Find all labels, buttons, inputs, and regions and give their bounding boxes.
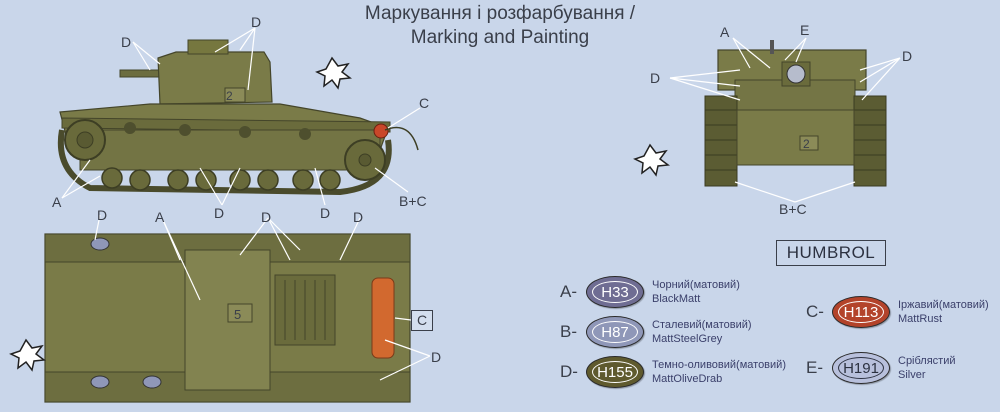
callout-d: D [251,14,261,30]
callout-b-c: B+C [399,193,427,209]
tank-top-view: 5 [9,233,411,403]
tank-side-view: 2 [57,39,419,196]
callout-b-c: B+C [779,201,807,217]
title-ukrainian: Маркування і розфарбування / [364,3,636,24]
paint-name-en: MattRust [898,313,943,325]
legend-letter: A- [560,282,577,301]
paint-name-en: Silver [898,369,926,381]
paint-chip-h33: H33 [586,276,644,308]
hull-number-side: 2 [226,89,233,103]
humbrol-label: HUMBROL [776,240,886,266]
callout-a: A [155,209,165,225]
paint-name-en: MattOliveDrab [652,373,723,385]
callout-d: D [902,48,912,64]
paint-name-ua: Сріблястий [898,355,956,367]
star-emblem-icon [315,56,352,90]
legend-item-a: A- H33 Чорний(матовий) BlackMatt [560,276,740,308]
legend-item-c: C- H113 Іржавий(матовий) MattRust [806,296,989,328]
callout-lines [61,27,901,381]
callout-a: A [720,24,730,40]
legend-letter: E- [806,358,823,377]
callout-d: D [650,70,660,86]
callout-letters: D D C A D D B+C A E D D B+C D A D D D [52,14,912,365]
callout-e: E [800,22,809,38]
callout-d: D [121,34,131,50]
callout-d: D [97,207,107,223]
paint-chip-h87: H87 [586,316,644,348]
title-english: Marking and Painting [410,27,590,48]
legend-item-d: D- H155 Темно-оливовий(матовий) MattOlive… [560,356,786,388]
callout-c-boxed: C [411,310,433,331]
callout-d: D [353,209,363,225]
hull-number-rear: 2 [803,137,810,151]
paint-name-ua: Сталевий(матовий) [652,319,752,331]
tank-front-view: 2 [633,40,887,187]
legend-letter: D- [560,362,578,381]
paint-chip-h113: H113 [832,296,890,328]
paint-name-ua: Чорний(матовий) [652,279,740,291]
legend-letter: C- [806,302,824,321]
star-emblem-icon [633,143,670,177]
hull-number-top: 5 [234,307,241,322]
callout-d: D [320,205,330,221]
paint-chip-h155: H155 [586,356,644,388]
star-emblem-icon [9,338,46,372]
paint-name-ua: Іржавий(матовий) [898,299,989,311]
legend-letter: B- [560,322,577,341]
callout-c: C [419,95,429,111]
callout-d: D [261,209,271,225]
page-title: Маркування і розфарбування / Marking and… [300,2,700,50]
paint-chip-h191: H191 [832,352,890,384]
callout-a: A [52,194,62,210]
callout-d: D [214,205,224,221]
callout-d: D [431,349,441,365]
paint-name-en: BlackMatt [652,293,701,305]
paint-name-en: MattSteelGrey [652,333,723,345]
legend-item-b: B- H87 Сталевий(матовий) MattSteelGrey [560,316,752,348]
paint-name-ua: Темно-оливовий(матовий) [652,359,786,371]
